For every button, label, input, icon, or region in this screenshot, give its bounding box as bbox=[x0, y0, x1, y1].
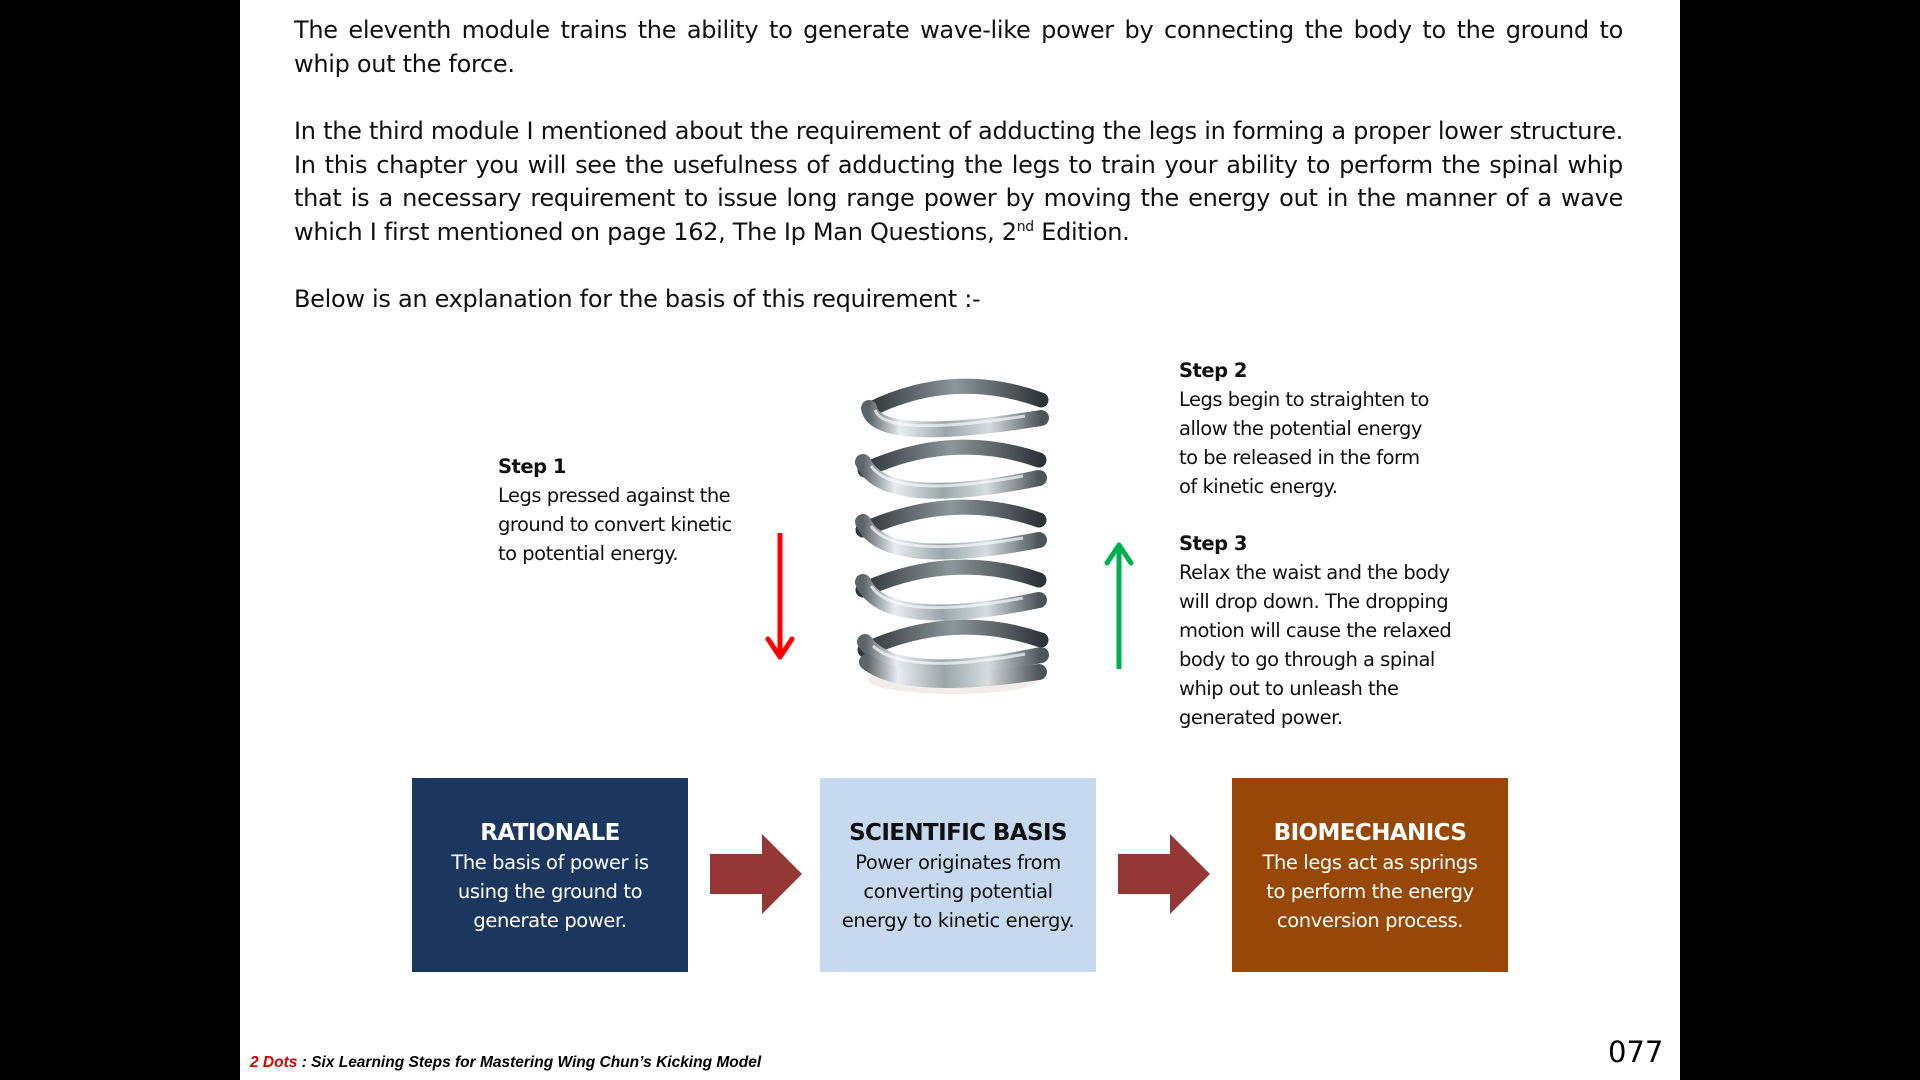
right-arrow-icon bbox=[1118, 834, 1210, 914]
rationale-box: RATIONALE The basis of power is using th… bbox=[412, 778, 688, 972]
step-line: will drop down. The dropping bbox=[1179, 590, 1449, 613]
box-line: using the ground to bbox=[457, 880, 643, 903]
scientific-basis-box: SCIENTIFIC BASIS Power originates from c… bbox=[820, 778, 1096, 972]
step-2-caption: Step 2 Legs begin to straighten to allow… bbox=[1179, 356, 1429, 501]
paragraph-text-end: Edition. bbox=[1033, 217, 1130, 246]
paragraph-text: In the third module I mentioned about th… bbox=[294, 117, 1623, 246]
coil-spring-image bbox=[855, 378, 1049, 694]
step-line: to be released in the form bbox=[1179, 446, 1420, 469]
step-line: generated power. bbox=[1179, 706, 1343, 729]
box-line: generate power. bbox=[473, 909, 627, 932]
box-line: Power originates from bbox=[855, 851, 1061, 874]
step-line: to potential energy. bbox=[498, 542, 679, 565]
box-line: converting potential bbox=[863, 880, 1053, 903]
step-line: Relax the waist and the body bbox=[1179, 561, 1450, 584]
explanation-lead-paragraph: Below is an explanation for the basis of… bbox=[294, 285, 981, 313]
document-page: The eleventh module trains the ability t… bbox=[240, 0, 1680, 1080]
module-reference-paragraph: In the third module I mentioned about th… bbox=[294, 115, 1623, 249]
step-title: Step 2 bbox=[1179, 359, 1247, 382]
box-line: The legs act as springs bbox=[1262, 851, 1478, 874]
page-number: 077 bbox=[1608, 1035, 1664, 1069]
box-title: RATIONALE bbox=[480, 820, 620, 846]
up-arrow-icon bbox=[1104, 542, 1134, 669]
step-line: Legs pressed against the bbox=[498, 484, 731, 507]
step-line: of kinetic energy. bbox=[1179, 475, 1338, 498]
box-line: energy to kinetic energy. bbox=[841, 909, 1075, 932]
step-title: Step 3 bbox=[1179, 532, 1247, 555]
down-arrow-icon bbox=[765, 533, 795, 660]
step-3-caption: Step 3 Relax the waist and the body will… bbox=[1179, 529, 1452, 732]
box-line: The basis of power is bbox=[451, 851, 649, 874]
book-footer: 2 Dots : Six Learning Steps for Masterin… bbox=[250, 1054, 761, 1072]
box-title: SCIENTIFIC BASIS bbox=[849, 820, 1067, 846]
biomechanics-box: BIOMECHANICS The legs act as springs to … bbox=[1232, 778, 1508, 972]
footer-title: : Six Learning Steps for Mastering Wing … bbox=[297, 1054, 762, 1071]
box-line: conversion process. bbox=[1276, 909, 1464, 932]
step-line: ground to convert kinetic bbox=[498, 513, 732, 536]
step-line: Legs begin to straighten to bbox=[1179, 388, 1429, 411]
ordinal-superscript: nd bbox=[1016, 218, 1034, 235]
box-title: BIOMECHANICS bbox=[1273, 820, 1467, 846]
step-line: motion will cause the relaxed bbox=[1179, 619, 1452, 642]
step-title: Step 1 bbox=[498, 455, 566, 478]
step-1-caption: Step 1 Legs pressed against the ground t… bbox=[498, 452, 732, 568]
footer-brand: 2 Dots bbox=[250, 1054, 298, 1071]
box-line: to perform the energy bbox=[1266, 880, 1474, 903]
intro-paragraph: The eleventh module trains the ability t… bbox=[294, 16, 1623, 78]
step-line: allow the potential energy bbox=[1179, 417, 1422, 440]
right-arrow-icon bbox=[710, 834, 802, 914]
step-line: body to go through a spinal bbox=[1179, 648, 1435, 671]
step-line: whip out to unleash the bbox=[1179, 677, 1399, 700]
